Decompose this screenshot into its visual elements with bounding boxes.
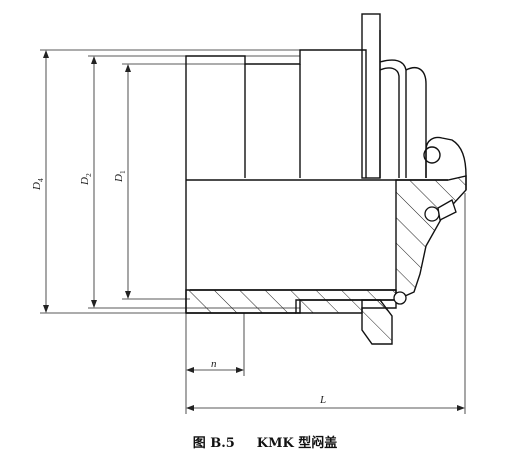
dim-label-n: n: [211, 358, 217, 370]
figure-title: KMK 型闷盖: [256, 436, 338, 451]
dimension-lines: [40, 49, 466, 414]
dim-label-d1: D1: [113, 170, 127, 183]
figure-caption: 图 B.5 KMK 型闷盖: [0, 432, 530, 451]
figure-number: 图 B.5: [192, 436, 235, 451]
dimension-arrows: [43, 50, 465, 411]
dim-label-d2: D2: [79, 173, 93, 186]
dim-label-d4: D4: [31, 178, 45, 191]
end-cover-outline: [185, 13, 467, 314]
section-hatching: [185, 175, 467, 345]
dim-label-l: L: [319, 394, 326, 406]
section-details: [393, 199, 457, 305]
